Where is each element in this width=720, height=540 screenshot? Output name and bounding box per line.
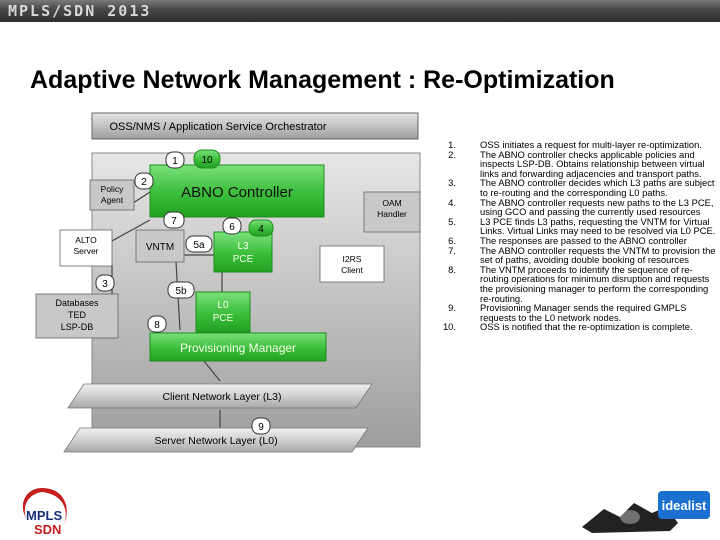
svg-text:3: 3 bbox=[102, 279, 108, 290]
svg-text:1: 1 bbox=[172, 156, 178, 167]
marker-2: 2 bbox=[134, 172, 154, 190]
svg-text:10: 10 bbox=[201, 155, 213, 166]
oam-handler-line1: OAM bbox=[382, 198, 401, 208]
vntm: VNTM bbox=[135, 229, 185, 263]
alto-server-line2: Server bbox=[73, 246, 98, 256]
step-list: 1.OSS initiates a request for multi-laye… bbox=[436, 140, 718, 332]
oam-handler: OAM Handler bbox=[363, 191, 421, 233]
svg-text:4: 4 bbox=[258, 224, 264, 235]
marker-7: 7 bbox=[163, 211, 185, 229]
policy-agent: Policy Agent bbox=[89, 179, 135, 211]
svg-text:6: 6 bbox=[229, 222, 235, 233]
svg-text:5a: 5a bbox=[193, 240, 205, 251]
marker-3: 3 bbox=[95, 274, 115, 292]
databases-line2: TED bbox=[68, 310, 87, 320]
oss-bar: OSS/NMS / Application Service Orchestrat… bbox=[91, 112, 419, 140]
l0-pce-line2: PCE bbox=[213, 313, 234, 324]
oss-bar-label: OSS/NMS / Application Service Orchestrat… bbox=[109, 121, 326, 133]
l3-pce: L3 PCE bbox=[213, 231, 273, 273]
server-network-layer: Server Network Layer (L0) bbox=[63, 427, 369, 453]
logo-mpls-text: MPLS bbox=[26, 508, 62, 523]
i2rs-client: I2RS Client bbox=[319, 245, 385, 283]
l3-pce-line2: PCE bbox=[233, 254, 254, 265]
alto-server-line1: ALTO bbox=[75, 235, 97, 245]
i2rs-client-line1: I2RS bbox=[343, 254, 362, 264]
slide-title: Adaptive Network Management : Re-Optimiz… bbox=[30, 66, 615, 94]
svg-text:7: 7 bbox=[171, 216, 177, 227]
step-10: 10.OSS is notified that the re-optimizat… bbox=[442, 321, 693, 333]
policy-agent-line2: Agent bbox=[101, 195, 124, 205]
l0-pce: L0 PCE bbox=[195, 291, 251, 333]
mpls-sdn-logo: MPLS SDN bbox=[22, 488, 67, 536]
step-3: 3.The ABNO controller decides which L3 p… bbox=[448, 177, 715, 198]
abno-controller: ABNO Controller bbox=[149, 164, 325, 218]
l3-pce-line1: L3 bbox=[237, 241, 249, 252]
step-5: 5.L3 PCE finds L3 paths, requesting the … bbox=[448, 215, 716, 237]
step-7: 7.The ABNO controller requests the VNTM … bbox=[448, 244, 716, 266]
marker-5b: 5b bbox=[167, 281, 195, 299]
marker-5a: 5a bbox=[185, 235, 213, 253]
policy-agent-line1: Policy bbox=[101, 184, 124, 194]
step-markers: 1 10 2 7 6 4 5a 3 5b 8 9 bbox=[95, 149, 274, 435]
svg-text:9: 9 bbox=[258, 422, 264, 433]
step-4: 4.The ABNO controller requests new paths… bbox=[448, 196, 714, 218]
logo-sdn-text: SDN bbox=[34, 522, 61, 536]
i2rs-client-line2: Client bbox=[341, 265, 363, 275]
databases-line3: LSP-DB bbox=[61, 322, 94, 332]
header-bar bbox=[0, 0, 720, 22]
alto-server: ALTO Server bbox=[59, 229, 113, 267]
oam-handler-line2: Handler bbox=[377, 209, 407, 219]
databases: Databases TED LSP-DB bbox=[35, 293, 119, 339]
client-layer-label: Client Network Layer (L3) bbox=[162, 391, 281, 403]
marker-9: 9 bbox=[251, 417, 271, 435]
client-network-layer: Client Network Layer (L3) bbox=[67, 383, 373, 409]
svg-text:5b: 5b bbox=[175, 286, 187, 297]
step-9: 9.Provisioning Manager sends the require… bbox=[448, 302, 687, 323]
svg-text:2: 2 bbox=[141, 177, 147, 188]
marker-6: 6 bbox=[222, 217, 242, 235]
server-layer-label: Server Network Layer (L0) bbox=[154, 435, 277, 447]
step-2: 2.The ABNO controller checks applicable … bbox=[448, 148, 705, 179]
marker-8: 8 bbox=[147, 315, 167, 333]
idealist-logo: idealist bbox=[582, 491, 710, 533]
marker-1: 1 bbox=[165, 151, 185, 169]
brand-text: MPLS/SDN 2013 bbox=[8, 2, 152, 20]
marker-4: 4 bbox=[248, 219, 274, 237]
svg-text:8: 8 bbox=[154, 320, 160, 331]
marker-10: 10 bbox=[193, 149, 221, 169]
l0-pce-line1: L0 bbox=[217, 300, 229, 311]
idealist-text: idealist bbox=[662, 498, 707, 513]
step-8: 8.The VNTM proceeds to identify the sequ… bbox=[448, 263, 710, 304]
provisioning-manager-label: Provisioning Manager bbox=[180, 341, 296, 355]
step-1: 1.OSS initiates a request for multi-laye… bbox=[448, 139, 702, 150]
databases-line1: Databases bbox=[55, 298, 99, 308]
step-6: 6.The responses are passed to the ABNO c… bbox=[448, 234, 687, 246]
provisioning-manager: Provisioning Manager bbox=[149, 332, 327, 362]
abno-controller-label: ABNO Controller bbox=[181, 184, 293, 201]
vntm-label: VNTM bbox=[146, 242, 174, 253]
